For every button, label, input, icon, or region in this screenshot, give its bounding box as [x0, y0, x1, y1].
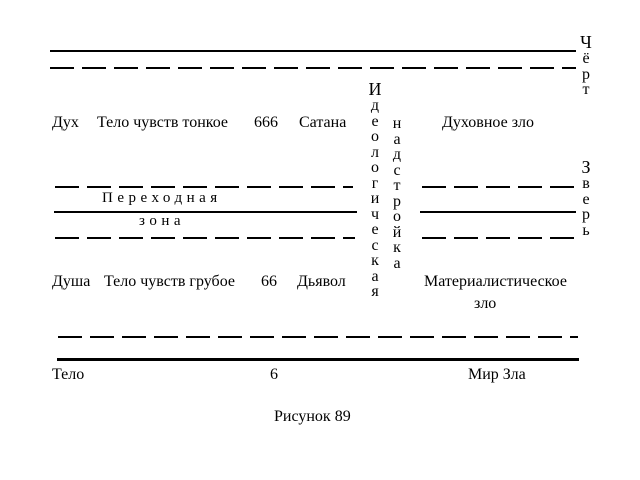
letter: а — [371, 267, 379, 285]
lower-row-body: Тело чувств грубое — [104, 273, 235, 290]
figure-caption: Рисунок 89 — [274, 408, 351, 425]
transition-label-line2: зона — [139, 213, 186, 229]
letter: З — [581, 157, 591, 177]
bottom-dashed-line — [58, 336, 578, 338]
transition-lower-dashed-left — [55, 237, 355, 239]
letter: е — [582, 190, 590, 208]
upper-row-evil: Духовное зло — [442, 114, 535, 131]
vertical-label-superstructure: н а д с т р о й к а — [389, 116, 405, 271]
letter: р — [582, 206, 590, 223]
letter: я — [371, 283, 379, 300]
letter: д — [392, 146, 402, 163]
transition-solid-left — [54, 211, 357, 213]
letter: т — [582, 81, 590, 98]
vertical-label-ideological: И д е о л о г и ч е с к а я — [367, 80, 383, 300]
upper-row-entity: Сатана — [299, 114, 347, 131]
letter: с — [371, 236, 379, 254]
bottom-row-label: Тело — [52, 366, 85, 383]
lower-row-label: Душа — [52, 273, 91, 290]
letter: а — [393, 254, 401, 272]
letter: й — [392, 223, 402, 241]
letter: л — [371, 143, 379, 161]
transition-upper-dashed-left — [55, 186, 353, 188]
upper-row-number: 666 — [254, 114, 278, 131]
vertical-label-devil: Ч ё р т — [578, 33, 594, 98]
letter: е — [371, 112, 379, 130]
letter: с — [393, 161, 401, 179]
lower-row-number: 66 — [261, 273, 277, 290]
bottom-solid-line — [57, 358, 579, 361]
bottom-row-number: 6 — [270, 366, 278, 383]
letter: н — [392, 115, 402, 132]
letter: ь — [582, 221, 590, 239]
upper-row-body: Тело чувств тонкое — [97, 114, 229, 131]
upper-row-label: Дух — [52, 114, 79, 131]
letter: и — [370, 190, 380, 207]
lower-row-entity: Дьявол — [297, 273, 346, 290]
letter: И — [368, 79, 382, 99]
letter: ч — [370, 205, 380, 223]
letter: т — [393, 177, 401, 194]
letter: к — [371, 252, 379, 269]
letter: Ч — [580, 32, 592, 52]
bottom-row-world: Мир Зла — [468, 366, 526, 383]
letter: р — [582, 65, 590, 83]
vertical-label-beast: З в е р ь — [578, 158, 594, 238]
letter: е — [371, 221, 379, 238]
letter: д — [370, 97, 380, 114]
transition-label-line1: Переходная — [102, 190, 222, 206]
transition-solid-right — [420, 211, 576, 213]
letter: в — [582, 175, 590, 192]
transition-lower-dashed-right — [422, 237, 574, 239]
letter: а — [393, 130, 401, 148]
transition-upper-dashed-right — [422, 186, 574, 188]
letter: ё — [582, 50, 590, 67]
letter: г — [371, 174, 379, 192]
lower-row-evil-line1: Материалистическое — [424, 273, 567, 290]
letter: к — [393, 239, 401, 256]
letter: о — [371, 128, 379, 145]
lower-row-evil-line2: зло — [474, 295, 497, 312]
top-dashed-line — [50, 67, 576, 69]
letter: о — [371, 159, 379, 176]
letter: р — [393, 192, 401, 210]
letter: о — [393, 208, 401, 225]
top-solid-line — [50, 50, 576, 52]
